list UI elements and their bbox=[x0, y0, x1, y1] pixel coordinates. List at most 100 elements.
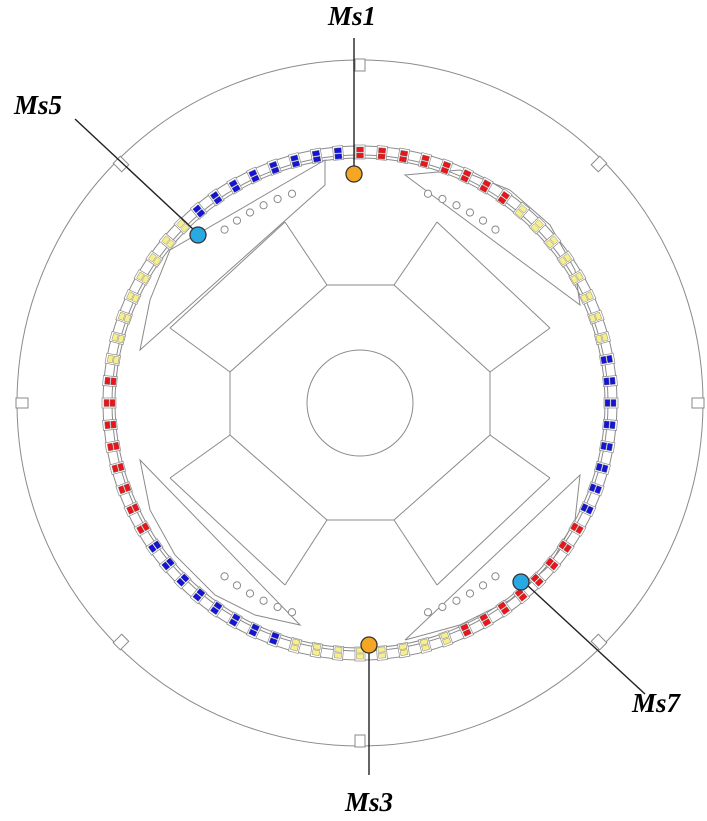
winding-slot bbox=[599, 352, 616, 366]
flux-barrier-top-right bbox=[403, 169, 581, 307]
winding-slot bbox=[123, 501, 142, 518]
winding-slot bbox=[438, 630, 454, 648]
winding-slot bbox=[477, 176, 494, 195]
winding-slot bbox=[145, 538, 164, 556]
winding-slot bbox=[123, 288, 142, 305]
winding-slot bbox=[438, 158, 454, 176]
winding-slot bbox=[332, 145, 345, 161]
winding-slot bbox=[133, 520, 152, 537]
winding-slot bbox=[309, 147, 323, 164]
rotor-hole bbox=[438, 194, 447, 204]
ms5-leader-line bbox=[74, 118, 195, 231]
ms1-sensor-marker bbox=[345, 165, 363, 183]
stator-notch bbox=[590, 155, 608, 173]
ms1-label: Ms1 bbox=[327, 1, 376, 31]
winding-slot bbox=[266, 158, 282, 176]
winding-slot bbox=[417, 152, 433, 170]
winding-slot bbox=[495, 188, 513, 207]
rotor-hole bbox=[491, 225, 500, 234]
ms5-sensor-marker bbox=[189, 226, 207, 244]
stator-winding-slots bbox=[101, 144, 619, 662]
rotor-octagon bbox=[229, 284, 491, 521]
rotor-hole bbox=[287, 189, 297, 198]
winding-slot bbox=[397, 147, 411, 164]
winding-slot bbox=[458, 621, 475, 640]
ms7-label: Ms7 bbox=[631, 688, 682, 718]
winding-slot bbox=[104, 440, 121, 454]
rotor-hole bbox=[465, 208, 475, 217]
rotor-holes bbox=[220, 189, 500, 617]
stator-outer-notches bbox=[15, 58, 705, 748]
winding-slot bbox=[512, 201, 531, 220]
stator-notch bbox=[112, 155, 130, 173]
winding-slot bbox=[528, 571, 547, 590]
winding-slot bbox=[115, 481, 133, 497]
rotor-hole bbox=[478, 581, 488, 590]
stator-notch bbox=[15, 397, 29, 409]
winding-slot bbox=[495, 599, 513, 618]
winding-slot bbox=[189, 201, 208, 220]
winding-slot bbox=[245, 166, 262, 185]
winding-slot bbox=[207, 599, 225, 618]
winding-slot bbox=[207, 188, 225, 207]
winding-slot bbox=[602, 375, 618, 388]
rotor-outer-circle bbox=[114, 157, 606, 649]
rotor-hole bbox=[452, 596, 461, 605]
winding-slot bbox=[109, 460, 127, 476]
rotor-hole bbox=[273, 194, 282, 204]
winding-slot bbox=[115, 309, 133, 325]
winding-slot bbox=[158, 232, 177, 251]
winding-slot bbox=[133, 269, 152, 286]
winding-slot bbox=[287, 152, 303, 170]
winding-slot bbox=[556, 250, 575, 268]
rotor-hole bbox=[478, 216, 488, 225]
rotor-hole bbox=[232, 216, 242, 225]
stator-notch bbox=[354, 58, 366, 72]
rotor-hole bbox=[273, 602, 282, 612]
winding-slot bbox=[375, 645, 388, 661]
winding-slot bbox=[245, 621, 262, 640]
rotor-hole bbox=[423, 608, 433, 617]
winding-slot bbox=[189, 586, 208, 605]
winding-slot bbox=[354, 646, 366, 662]
winding-slot bbox=[173, 216, 192, 235]
ms7-leader-line bbox=[526, 584, 646, 695]
ms3-label: Ms3 bbox=[344, 787, 393, 817]
rotor-hole bbox=[491, 572, 500, 581]
stator-notch bbox=[691, 397, 705, 409]
rotor-hole bbox=[259, 596, 268, 605]
winding-slot bbox=[109, 330, 127, 346]
rotor-hole bbox=[245, 208, 255, 217]
ms3-sensor-marker bbox=[360, 636, 378, 654]
winding-slot bbox=[332, 645, 345, 661]
winding-slot bbox=[603, 397, 619, 409]
rotor-hole bbox=[465, 589, 475, 598]
winding-slot bbox=[543, 555, 562, 574]
rotor-hole bbox=[245, 589, 255, 598]
flux-barrier-bottom-left bbox=[139, 458, 302, 626]
rotor-hole bbox=[287, 608, 297, 617]
winding-slot bbox=[226, 611, 243, 630]
ms5-label: Ms5 bbox=[13, 90, 62, 120]
shaft-circle bbox=[306, 349, 414, 457]
winding-slot bbox=[102, 375, 118, 388]
rotor-hole bbox=[232, 581, 242, 590]
winding-slot bbox=[458, 166, 475, 185]
winding-slot bbox=[173, 571, 192, 590]
rotor-hole bbox=[452, 201, 461, 210]
winding-slot bbox=[102, 418, 118, 431]
winding-slot bbox=[287, 636, 303, 654]
winding-slot bbox=[578, 288, 597, 305]
winding-slot bbox=[266, 630, 282, 648]
winding-slot bbox=[587, 309, 605, 325]
winding-slot bbox=[417, 636, 433, 654]
winding-slot bbox=[593, 330, 611, 346]
stator-notch bbox=[354, 734, 366, 748]
winding-slot bbox=[309, 642, 323, 659]
rotor-hole bbox=[220, 225, 229, 234]
winding-slot bbox=[101, 397, 117, 409]
winding-slot bbox=[145, 250, 164, 268]
winding-slot bbox=[568, 269, 587, 286]
winding-slot bbox=[226, 176, 243, 195]
